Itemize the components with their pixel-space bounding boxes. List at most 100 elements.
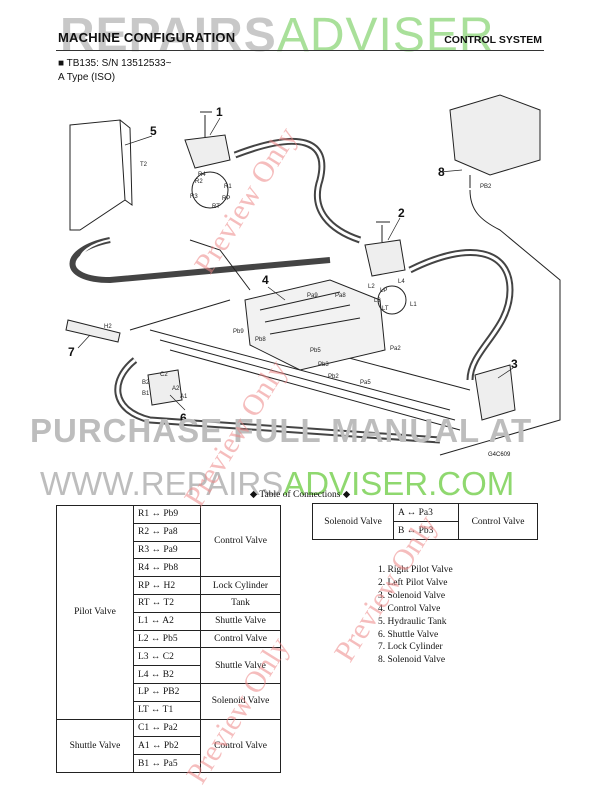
solenoid-table: Solenoid Valve A ↔ Pa3 Control Valve B ↔… bbox=[312, 503, 538, 540]
callout-5: 5 bbox=[150, 124, 157, 138]
port-label: A1 bbox=[180, 394, 188, 400]
connection-pair: B1 ↔ Pa5 bbox=[133, 754, 201, 773]
connection-pair: C1 ↔ Pa2 bbox=[133, 718, 201, 738]
watermark-site: WWW.REPAIRSADVISER.COM bbox=[40, 465, 514, 503]
group-cell: Pilot Valve bbox=[56, 505, 134, 720]
legend-item: 3. Solenoid Valve bbox=[378, 590, 446, 601]
table-row: Solenoid Valve A ↔ Pa3 Control Valve bbox=[312, 503, 538, 540]
port-label: PB2 bbox=[480, 184, 492, 190]
connection-pair: LP ↔ PB2 bbox=[133, 682, 201, 702]
port-label: RP bbox=[222, 196, 230, 202]
destination-cell: Control Valve bbox=[200, 504, 281, 578]
section-title: CONTROL SYSTEM bbox=[444, 34, 542, 46]
port-label: LP bbox=[380, 288, 387, 294]
port-label: B1 bbox=[142, 391, 150, 397]
table-row: B1 ↔ Pa5 bbox=[57, 754, 281, 773]
connection-pair: L3 ↔ C2 bbox=[133, 647, 201, 667]
destination-cell: Lock Cylinder bbox=[200, 576, 281, 595]
connection-pair: B ↔ Pb3 bbox=[393, 521, 459, 540]
connection-pair: R2 ↔ Pa8 bbox=[133, 522, 201, 542]
connection-pair: L1 ↔ A2 bbox=[133, 611, 201, 631]
table-row: RP ↔ H2 Lock Cylinder bbox=[57, 576, 281, 595]
legend-item: 7. Lock Cylinder bbox=[378, 642, 443, 653]
connection-pair: R1 ↔ Pb9 bbox=[133, 505, 201, 524]
callout-6: 6 bbox=[180, 411, 187, 425]
connection-pair: RT ↔ T2 bbox=[133, 593, 201, 613]
watermark-brand: REPAIRSADVISER bbox=[60, 8, 495, 63]
port-label: R2 bbox=[195, 179, 203, 185]
port-label: L2 bbox=[368, 284, 375, 290]
port-label: Pb9 bbox=[233, 329, 244, 335]
connection-pair: A1 ↔ Pb2 bbox=[133, 736, 201, 756]
port-label: R4 bbox=[198, 172, 206, 178]
port-label: Pa5 bbox=[360, 380, 371, 386]
port-label: B2 bbox=[142, 380, 150, 386]
model-subtitle: ■ TB135: S/N 13512533~ bbox=[58, 58, 172, 69]
port-label: L1 bbox=[410, 302, 417, 308]
port-label: RT bbox=[212, 204, 220, 210]
destination-cell: Shuttle Valve bbox=[200, 611, 281, 631]
legend-item: 8. Solenoid Valve bbox=[378, 655, 446, 666]
legend-item: 1. Right Pilot Valve bbox=[378, 565, 453, 575]
legend-item: 4. Control Valve bbox=[378, 603, 441, 614]
header-rule bbox=[56, 50, 544, 51]
callout-2: 2 bbox=[398, 206, 405, 220]
watermark-site-gray: WWW.REPAIRS bbox=[40, 465, 284, 502]
port-label: Pb2 bbox=[328, 374, 339, 380]
table-row: Shuttle Valve C1 ↔ Pa2 Control Valve bbox=[56, 718, 281, 773]
connections-table: Pilot Valve R1 ↔ Pb9 Control Valve R2 ↔ … bbox=[56, 504, 281, 773]
port-label: R3 bbox=[190, 194, 198, 200]
table-row: LP ↔ PB2 Solenoid Valve bbox=[57, 682, 281, 720]
port-label: L4 bbox=[398, 279, 405, 285]
hydraulic-tank-shape bbox=[69, 119, 126, 231]
port-label: Pa8 bbox=[335, 293, 346, 299]
port-label: Pb8 bbox=[255, 337, 266, 343]
connection-pair: L4 ↔ B2 bbox=[133, 665, 201, 684]
destination-cell: Control Valve bbox=[458, 503, 538, 540]
port-label: LT bbox=[382, 306, 389, 312]
port-label: A2 bbox=[172, 386, 180, 392]
table-row: Pilot Valve R1 ↔ Pb9 Control Valve bbox=[56, 504, 281, 720]
port-label: Pa9 bbox=[307, 293, 318, 299]
table-caption: ◆ Table of Connections ◆ bbox=[249, 490, 351, 500]
connection-pair: L2 ↔ Pb5 bbox=[133, 629, 201, 649]
table-row: L3 ↔ C2 Shuttle Valve bbox=[57, 647, 281, 684]
hydraulic-diagram: R4 R1 R2 R3 RP RT T2 H2 L2 L4 LP L3 LT L… bbox=[65, 94, 561, 456]
destination-cell: Shuttle Valve bbox=[200, 647, 281, 684]
figure-code: G4C609 bbox=[488, 452, 511, 458]
legend-item: 5. Hydraulic Tank bbox=[378, 616, 447, 627]
port-label: Pb5 bbox=[310, 348, 321, 354]
destination-cell: Solenoid Valve bbox=[200, 682, 281, 720]
port-label: L3 bbox=[374, 298, 381, 304]
watermark-purchase: PURCHASE FULL MANUAL AT bbox=[30, 412, 533, 449]
watermark-site-green: ADVISER.COM bbox=[283, 465, 515, 502]
legend-item: 6. Shuttle Valve bbox=[378, 629, 439, 640]
component-legend: 1. Right Pilot Valve 2. Left Pilot Valve… bbox=[378, 564, 453, 667]
port-label: R1 bbox=[224, 184, 232, 190]
connection-pair: R4 ↔ Pb8 bbox=[133, 558, 201, 578]
page-title: MACHINE CONFIGURATION bbox=[58, 30, 236, 45]
callout-7: 7 bbox=[68, 345, 75, 359]
callout-leaders bbox=[77, 117, 514, 411]
destination-cell: Tank bbox=[200, 593, 281, 613]
table-row: RT ↔ T2 Tank bbox=[57, 593, 281, 613]
group-cell: Solenoid Valve bbox=[312, 503, 394, 540]
port-label: Pa2 bbox=[390, 346, 401, 352]
port-label: Pb3 bbox=[318, 362, 329, 368]
destination-cell: Control Valve bbox=[200, 718, 281, 773]
port-label: H2 bbox=[104, 324, 112, 330]
watermark-brand-green: ADVISER bbox=[276, 9, 495, 62]
port-label: C2 bbox=[160, 372, 168, 378]
table-row: L1 ↔ A2 Shuttle Valve bbox=[57, 611, 281, 631]
callout-8: 8 bbox=[438, 165, 445, 179]
callout-1: 1 bbox=[216, 105, 223, 119]
connection-pair: R3 ↔ Pa9 bbox=[133, 540, 201, 560]
connection-pair: RP ↔ H2 bbox=[133, 576, 201, 595]
callout-4: 4 bbox=[262, 273, 269, 287]
group-cell: Shuttle Valve bbox=[56, 718, 134, 773]
callout-3: 3 bbox=[511, 357, 518, 371]
watermark-brand-gray: REPAIRS bbox=[60, 9, 277, 62]
table-row: B ↔ Pb3 bbox=[313, 521, 538, 540]
port-label: T2 bbox=[140, 162, 148, 168]
type-subtitle: A Type (ISO) bbox=[58, 72, 116, 83]
